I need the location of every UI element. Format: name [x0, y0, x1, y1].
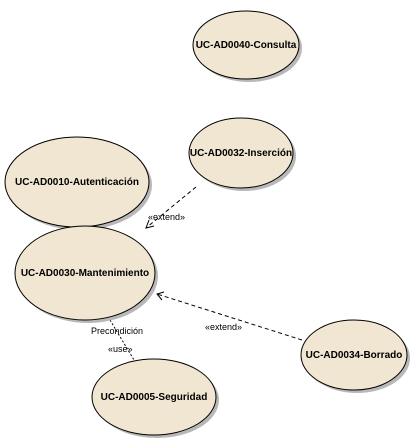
extend-borrado-stereotype: «extend»: [205, 322, 242, 332]
usecase-consulta-ellipse: [192, 10, 300, 80]
extend-insercion-stereotype: «extend»: [148, 212, 185, 222]
usecase-seguridad-ellipse: [91, 358, 217, 436]
extend-insercion-connector[interactable]: [145, 186, 197, 229]
usecase-mantenimiento[interactable]: UC-AD0030-Mantenimiento: [14, 225, 158, 323]
usecase-insercion-label: UC-AD0032-Inserción: [190, 148, 292, 159]
usecase-borrado-label: UC-AD0034-Borrado: [306, 350, 403, 361]
usecase-autenticacion-label: UC-AD0010-Autenticación: [15, 177, 139, 188]
use-seguridad-stereotype: «use»: [108, 344, 133, 354]
usecase-seguridad[interactable]: UC-AD0005-Seguridad: [91, 358, 219, 438]
usecase-borrado[interactable]: UC-AD0034-Borrado: [300, 319, 410, 393]
usecase-autenticacion[interactable]: UC-AD0010-Autenticación: [4, 136, 152, 230]
extend-insercion-arrowhead: [145, 219, 155, 229]
extend-borrado-connector[interactable]: [156, 291, 303, 341]
connectors: «extend» «extend» Precondición «use»: [91, 186, 303, 361]
usecase-mantenimiento-label: UC-AD0030-Mantenimiento: [21, 268, 149, 279]
usecase-insercion[interactable]: UC-AD0032-Inserción: [188, 117, 296, 191]
extend-borrado-arrowhead: [156, 291, 165, 301]
usecase-consulta[interactable]: UC-AD0040-Consulta: [192, 10, 302, 82]
extend-borrado-line: [156, 293, 303, 341]
usecase-consulta-label: UC-AD0040-Consulta: [196, 40, 297, 51]
usecase-insercion-ellipse: [188, 117, 294, 189]
usecase-seguridad-label: UC-AD0005-Seguridad: [101, 392, 208, 403]
usecase-mantenimiento-ellipse: [14, 225, 156, 321]
extend-insercion-line: [145, 186, 197, 229]
usecase-borrado-ellipse: [300, 319, 408, 391]
use-seguridad-name: Precondición: [91, 326, 143, 336]
